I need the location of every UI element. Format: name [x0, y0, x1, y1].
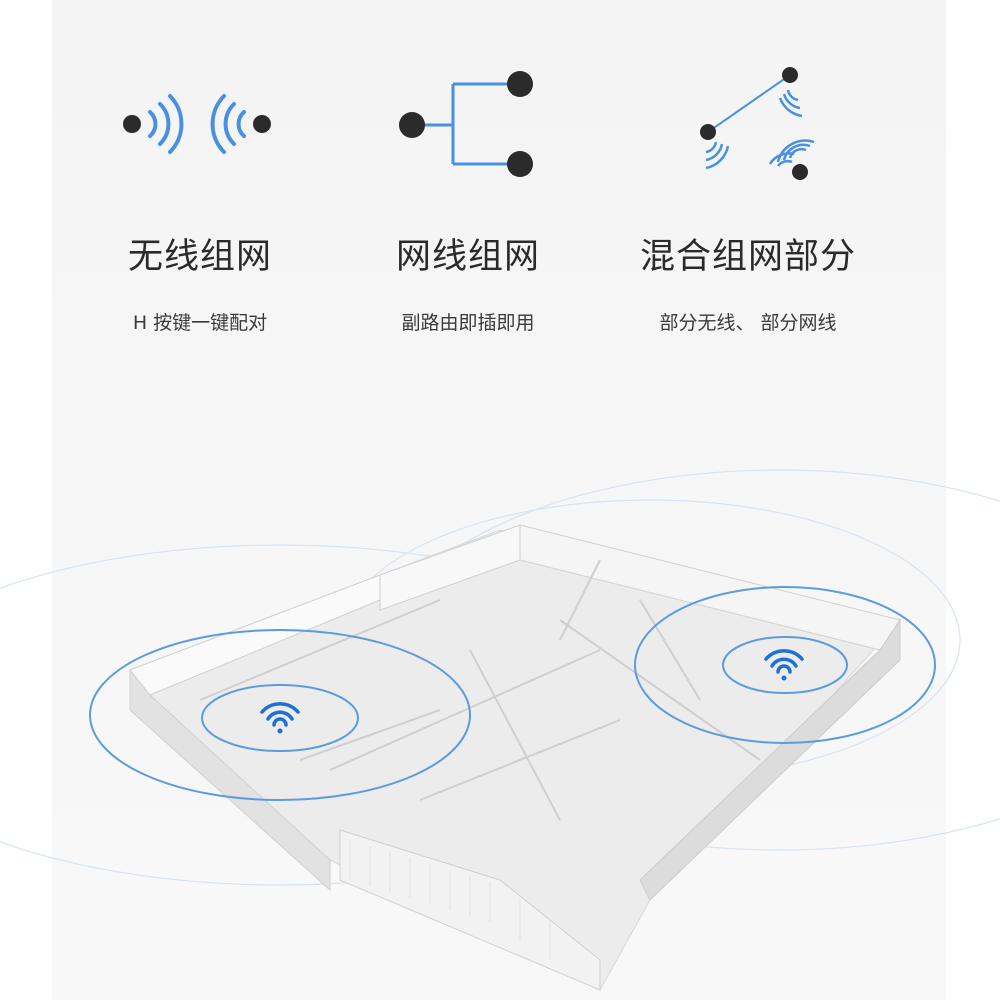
- wired-tree-icon: [399, 71, 533, 177]
- house-floorplan-illustration: [0, 469, 1000, 991]
- mode-title: 混合组网部分: [639, 237, 856, 277]
- coverage-rings: [89, 586, 936, 801]
- mode-title: 无线组网: [127, 237, 272, 277]
- wireless-pair-icon: [123, 94, 271, 154]
- hybrid-network-icon: [700, 67, 815, 180]
- mode-subtitle: H 按键一键配对: [132, 312, 268, 334]
- wifi-icon: [764, 649, 804, 681]
- house-model: [129, 524, 901, 991]
- mode-title: 网线组网: [395, 237, 540, 277]
- mode-subtitle: 副路由即插即用: [401, 312, 535, 334]
- mode-subtitle: 部分无线、 部分网线: [659, 312, 837, 334]
- wifi-icon: [260, 702, 300, 734]
